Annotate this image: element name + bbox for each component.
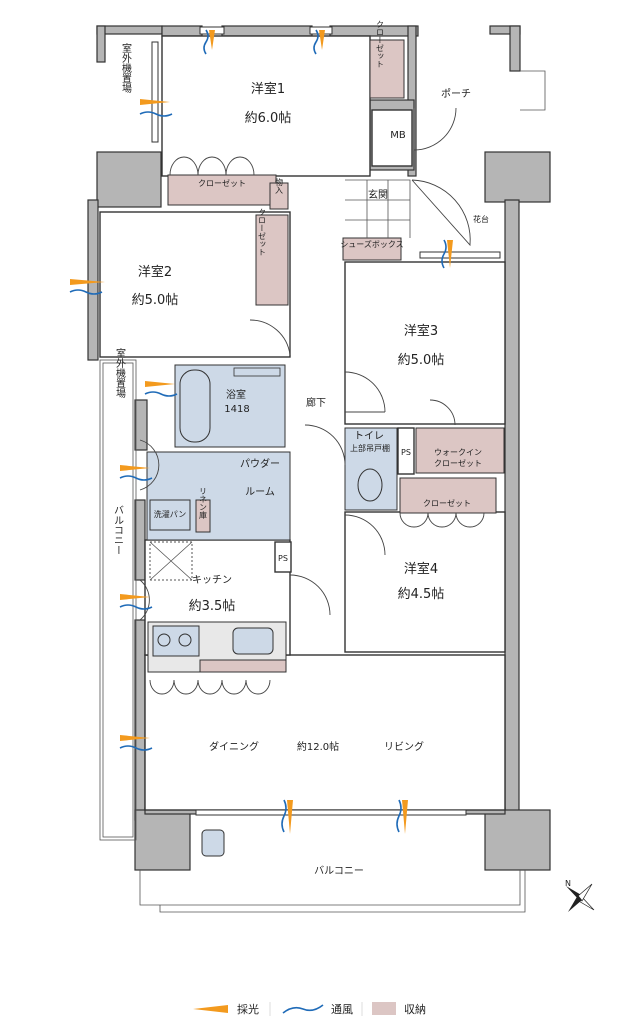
linen-label: リネン庫: [199, 487, 208, 520]
outdoor-unit-icon: [201, 829, 225, 857]
storage-label: 物入: [275, 177, 284, 194]
room-western3: [344, 261, 506, 425]
toilet-name: トイレ: [354, 431, 384, 442]
legend: 採光 通風 収納: [193, 1002, 426, 1016]
western2-name: 洋室2: [138, 264, 172, 280]
balcony-label: バルコニー: [314, 865, 364, 877]
wind-legend-icon: [282, 1004, 324, 1014]
legend-light: 採光: [237, 1002, 259, 1016]
ld-size: 約12.0帖: [297, 740, 339, 753]
powder-line1: パウダー: [240, 457, 280, 470]
legend-storage: 収納: [404, 1003, 426, 1016]
sink: [232, 627, 274, 655]
bath-size: 1418: [224, 404, 249, 415]
outdoor-unit-label-1: 室外機置場: [120, 42, 132, 94]
shoe-box-label: シューズボックス: [340, 239, 403, 249]
western2-size: 約5.0帖: [132, 293, 179, 308]
compass-n: N: [565, 879, 571, 888]
compass-icon: N: [565, 879, 595, 912]
ps-label-2: PS: [278, 554, 288, 563]
flower-stand-label: 花台: [473, 214, 489, 224]
kitchen-size: 約3.5帖: [189, 599, 236, 614]
stove: [152, 625, 200, 657]
kitchen-name: キッチン: [192, 574, 232, 586]
ps-label-1: PS: [401, 448, 411, 457]
powder-line2: ルーム: [245, 486, 275, 498]
legend-wind: 通風: [331, 1003, 353, 1016]
bathtub: [179, 369, 211, 443]
toilet-bowl: [357, 468, 383, 502]
walkin-label-2: クローゼット: [434, 458, 482, 468]
western1-name: 洋室1: [251, 81, 285, 97]
mb-label: MB: [390, 130, 406, 141]
storage-legend-icon: [372, 1002, 396, 1015]
light-legend-icon: [193, 1005, 228, 1013]
room-western4: [344, 511, 506, 653]
closet-label-w1-side: クローゼット: [376, 20, 385, 68]
balcony-label-side: バルコニー: [112, 505, 124, 555]
corridor-label: 廊下: [306, 396, 326, 409]
porch-label: ポーチ: [441, 88, 471, 100]
room-western1: [161, 35, 371, 177]
western1-size: 約6.0帖: [245, 111, 292, 126]
doors: [139, 107, 485, 695]
western4-size: 約4.5帖: [398, 587, 445, 602]
toilet-note: 上部吊戸棚: [350, 443, 390, 453]
closet-label-w4: クローゼット: [423, 498, 471, 508]
bath-name: 浴室: [226, 388, 246, 401]
dining-label: ダイニング: [209, 740, 259, 753]
room-ld: [144, 654, 506, 811]
western3-name: 洋室3: [404, 323, 438, 339]
entrance-label: 玄関: [368, 188, 388, 201]
washer-pan-label: 洗濯パン: [154, 509, 186, 519]
ventilation-markers: [69, 29, 453, 834]
balcony-outlines: [99, 70, 546, 913]
western3-size: 約5.0帖: [398, 353, 445, 368]
closet-label-w1: クローゼット: [198, 178, 246, 188]
living-label: リビング: [384, 740, 424, 753]
storage-areas: [149, 39, 505, 573]
walkin-label-1: ウォークイン: [434, 448, 482, 457]
western4-name: 洋室4: [404, 561, 438, 577]
outdoor-unit-label-2: 室外機置場: [114, 347, 126, 399]
closet-label-w2: クローゼット: [258, 208, 267, 256]
